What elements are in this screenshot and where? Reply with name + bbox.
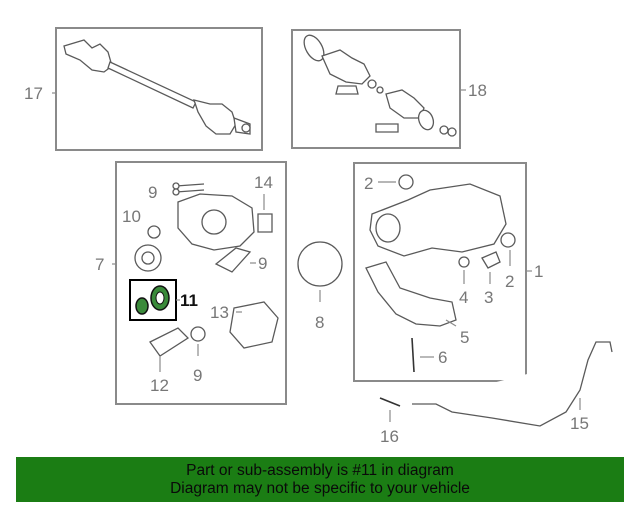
seal-small[interactable]: [135, 297, 149, 315]
callout-6: 6: [438, 348, 447, 367]
seal-right-illustration: [500, 232, 516, 248]
differential-group[interactable]: 1 2 2 4 3 5 6: [353, 162, 543, 382]
callout-7: 7: [95, 255, 104, 274]
washer-4-illustration: [458, 256, 470, 268]
callout-4: 4: [459, 288, 468, 307]
axle-shaft-group[interactable]: 17: [24, 27, 263, 151]
callout-8: 8: [315, 313, 324, 332]
callout-3: 3: [484, 288, 493, 307]
diff-housing-port: [375, 213, 401, 243]
callout-5: 5: [460, 328, 469, 347]
callout-11: 11: [180, 291, 198, 310]
bolts-illustration: [172, 182, 205, 196]
bolt-6-illustration: [411, 337, 415, 373]
vent-hose-illustration: [412, 341, 613, 427]
cover-bore: [201, 209, 227, 235]
large-oring-illustration: [297, 241, 343, 287]
bolt-16-illustration: [379, 397, 401, 407]
sleeve-illustration: [257, 213, 273, 233]
callout-10: 10: [122, 207, 141, 226]
vent-hose-group[interactable]: 15: [412, 341, 613, 433]
callout-1: 1: [534, 262, 543, 281]
callout-2-left: 2: [364, 174, 373, 193]
bracket-illustration: [365, 261, 457, 327]
banner-line-2: Diagram may not be specific to your vehi…: [170, 480, 470, 497]
sensor-illustration: [149, 327, 190, 357]
seal-left-illustration: [398, 174, 414, 190]
bolt-16-group[interactable]: 16: [379, 397, 401, 446]
callout-12: 12: [150, 376, 169, 395]
callout-17: 17: [24, 84, 43, 103]
callout-9-mid: 9: [258, 254, 267, 273]
boot-kit-group[interactable]: 18: [291, 29, 487, 149]
cover-assembly-group[interactable]: 7 9 14 10 9 11 1: [95, 161, 287, 405]
actuator-illustration: [229, 301, 279, 349]
boot-kit-illustration: [303, 34, 457, 137]
callout-13: 13: [210, 303, 229, 322]
plug-illustration: [481, 251, 501, 269]
gasket-illustration: [214, 247, 252, 273]
oring-illustration: [147, 225, 161, 239]
callout-2-right: 2: [505, 272, 514, 291]
parts-diagram: 17 18 7 9: [24, 27, 613, 446]
large-oring-group[interactable]: 8: [297, 241, 343, 332]
banner-line-1: Part or sub-assembly is #11 in diagram: [186, 462, 454, 479]
axle-shaft-illustration: [63, 39, 251, 135]
bearing-bore: [141, 251, 155, 265]
info-banner: Part or sub-assembly is #11 in diagram D…: [16, 457, 624, 502]
seal-large-bore: [155, 291, 165, 305]
callout-9-top: 9: [148, 183, 157, 202]
washer-illustration: [190, 326, 206, 342]
callout-18: 18: [468, 81, 487, 100]
leader-5: [445, 319, 457, 327]
callout-15: 15: [570, 414, 589, 433]
callout-9-bottom: 9: [193, 366, 202, 385]
callout-16: 16: [380, 427, 399, 446]
callout-14: 14: [254, 173, 273, 192]
diff-housing: [369, 183, 507, 257]
